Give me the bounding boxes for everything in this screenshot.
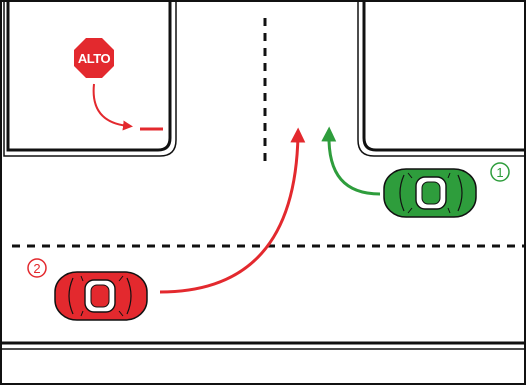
car-1-number: 1 [496, 165, 503, 180]
stop-sign-octagon [74, 38, 114, 78]
car-1 [383, 168, 477, 218]
car-2 [54, 271, 148, 321]
stop-line-arrow [92, 83, 133, 131]
stop-sign: ALTO [74, 38, 114, 78]
curb-top-left [6, 1, 172, 152]
curb-top-right-inner [357, 1, 526, 157]
curb-top-left-inner [3, 1, 177, 157]
car-1-path-arrow [321, 126, 381, 196]
stop-sign-text: ALTO [78, 51, 111, 66]
car-1-number-badge: 1 [490, 162, 510, 182]
car-2-number: 2 [33, 261, 40, 276]
car-2-number-badge: 2 [27, 258, 47, 278]
curb-top-right [362, 1, 526, 152]
car-2-path-arrow [159, 127, 306, 294]
